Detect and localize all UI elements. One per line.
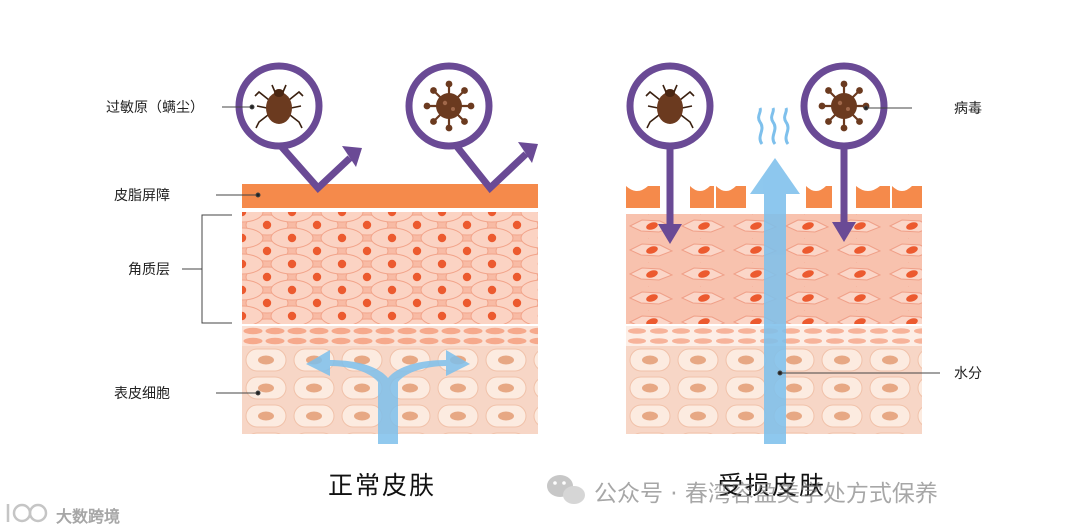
virus-icon xyxy=(819,81,870,132)
corner-logo-icon xyxy=(8,504,46,522)
lipid-barrier-label: 皮脂屏障 xyxy=(114,185,170,205)
watermark-corner: 大数跨境 xyxy=(56,503,120,527)
virus-pointer-normal xyxy=(409,66,538,188)
wechat-icon xyxy=(547,475,585,504)
normal-skin-panel xyxy=(239,66,538,444)
transition-layer xyxy=(242,326,538,346)
stratum-corneum-label: 角质层 xyxy=(128,259,170,279)
moisture-label: 水分 xyxy=(954,363,982,383)
watermark-account: 公众号 · 春湾容盈美学处方式保养 xyxy=(594,474,938,508)
virus-icon xyxy=(424,81,475,132)
vapor-icon xyxy=(759,108,788,144)
normal-skin-title: 正常皮肤 xyxy=(328,466,436,502)
stratum-corneum-layer xyxy=(242,212,538,324)
epidermal-cells-label: 表皮细胞 xyxy=(114,383,170,403)
allergen-label: 过敏原（螨尘） xyxy=(106,97,204,117)
allergen-pointer xyxy=(239,66,362,188)
virus-label: 病毒 xyxy=(954,98,982,118)
damaged-skin-panel xyxy=(626,66,922,444)
